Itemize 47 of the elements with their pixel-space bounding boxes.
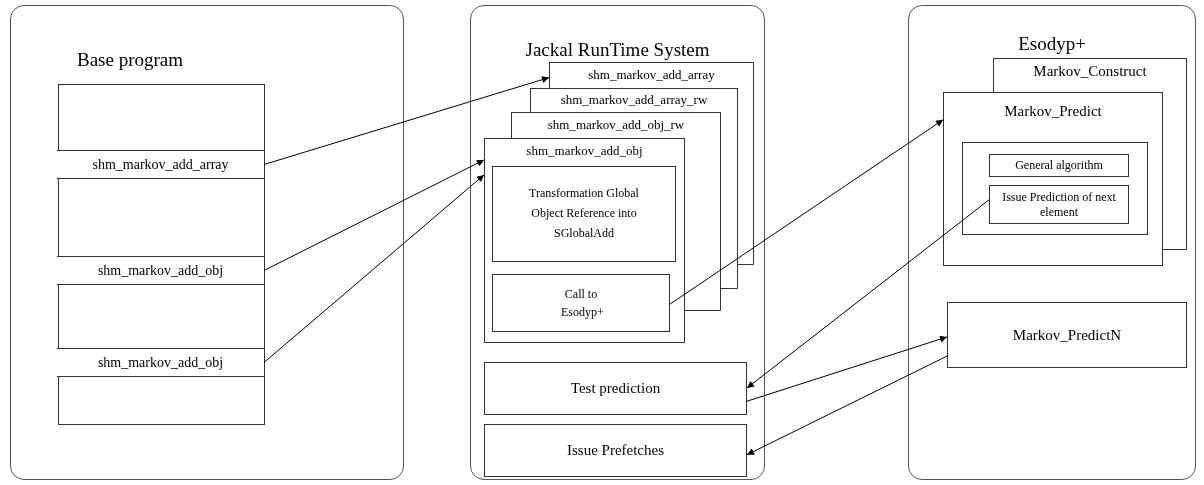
box-label: Test prediction <box>570 379 661 398</box>
function-box <box>511 112 721 138</box>
panel <box>10 5 404 480</box>
row <box>57 256 264 285</box>
function-name: shm_markov_add_obj <box>97 261 224 280</box>
box-label: shm_markov_add_obj <box>526 143 643 160</box>
box-label: Markov_Predict <box>1004 102 1102 121</box>
process-box <box>492 166 676 262</box>
box-label: Issue Prediction of next element <box>1001 190 1117 219</box>
process-box <box>484 362 747 415</box>
process-box <box>989 154 1129 177</box>
arrow <box>746 355 948 456</box>
box-label: shm_markov_add_obj_rw <box>547 117 685 134</box>
group-box <box>962 142 1148 235</box>
panel-title: Jackal RunTime System <box>525 38 710 62</box>
arrow <box>263 174 485 363</box>
box-label: Markov_Construct <box>1033 62 1147 81</box>
box-label: Call to Esodyp+ <box>561 286 601 321</box>
column <box>58 84 265 425</box>
panel-title: Base program <box>77 48 184 72</box>
module-box <box>993 58 1187 92</box>
process-box <box>492 274 670 332</box>
box-label: shm_markov_add_array_rw <box>560 92 708 109</box>
arrow <box>263 159 485 271</box>
box-label: Markov_PredictN <box>1012 325 1122 345</box>
module-box <box>947 302 1187 368</box>
module-box <box>943 92 1163 266</box>
panel <box>470 5 765 480</box>
row <box>57 150 264 179</box>
arrow <box>669 119 944 305</box>
box-label: Transformation Global Object Reference into SGlobalAdd <box>528 185 640 242</box>
arrow <box>746 335 948 402</box>
function-name: shm_markov_add_obj <box>97 353 224 372</box>
panel <box>908 5 1196 480</box>
function-name: shm_markov_add_array <box>92 155 229 174</box>
function-box <box>530 88 738 112</box>
arrow <box>263 76 550 165</box>
arrow <box>746 199 990 389</box>
function-box <box>484 138 685 343</box>
box-label: Issue Prefetches <box>566 441 664 460</box>
box-label: General algorithm <box>1015 158 1103 173</box>
process-box <box>989 185 1129 224</box>
panel-title: Esodyp+ <box>1018 32 1086 56</box>
function-box <box>549 62 754 88</box>
box-label: shm_markov_add_array <box>588 67 715 84</box>
process-box <box>484 424 747 477</box>
row <box>57 348 264 377</box>
